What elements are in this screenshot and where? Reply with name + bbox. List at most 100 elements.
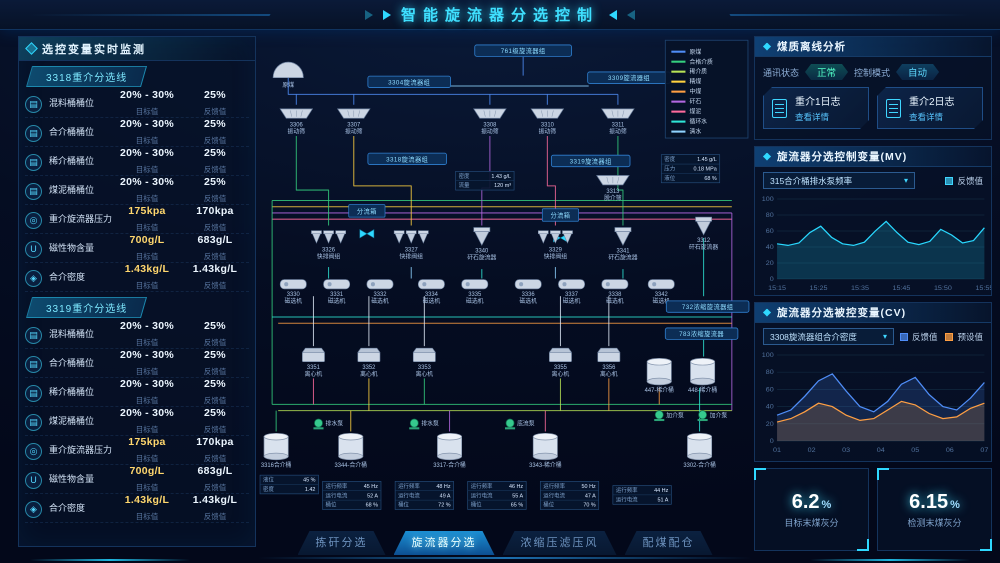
equipment-tank-3344[interactable]: 3344-合介桶 <box>335 432 368 469</box>
svg-text:70 %: 70 % <box>583 503 595 509</box>
flow-line <box>287 77 618 95</box>
cv-preset-checkbox[interactable]: 预设值 <box>945 331 983 343</box>
equipment-tank-3316[interactable]: 3316合介桶 <box>261 432 292 469</box>
equipment-tank-3302[interactable]: 3302-合介桶 <box>683 432 716 469</box>
svg-text:排水泵: 排水泵 <box>421 420 439 428</box>
cv-feedback-checkbox[interactable]: 反馈值 <box>899 331 937 343</box>
tank-level-icon: ▤ <box>25 384 42 402</box>
equipment-pump-2[interactable]: 排水泵 <box>409 418 439 430</box>
equipment-tank-448[interactable]: 448-稀介桶 <box>688 358 717 394</box>
tab-gangue-sorting[interactable]: 拣矸分选 <box>298 531 386 555</box>
variable-label: 混料桶桶位 <box>49 98 95 109</box>
svg-text:45 %: 45 % <box>303 478 315 484</box>
svg-text:68 %: 68 % <box>366 503 378 509</box>
tab-thickening-filter-air[interactable]: 浓缩压滤压风 <box>503 531 617 555</box>
svg-text:运行频率: 运行频率 <box>326 482 348 490</box>
mv-feedback-label: 反馈值 <box>957 175 983 186</box>
svg-text:运行频率: 运行频率 <box>398 482 420 490</box>
tank-level-icon: ▤ <box>25 124 42 142</box>
tank-level-icon: ▤ <box>25 95 42 113</box>
svg-text:68 %: 68 % <box>704 176 716 182</box>
equipment-pump-3[interactable]: 底流泵 <box>505 418 535 430</box>
view-details-link[interactable]: 查看详情 <box>909 112 944 122</box>
svg-text:磁选机: 磁选机 <box>652 297 670 305</box>
svg-text:桶位: 桶位 <box>543 501 554 509</box>
equipment-pump-5[interactable]: 加介泵 <box>697 410 728 422</box>
cv-panel-title: 旋流器分选被控变量(CV) <box>777 307 907 319</box>
svg-text:40: 40 <box>766 404 774 411</box>
flow-line <box>353 135 412 226</box>
cv-preset-label: 预设值 <box>957 331 983 342</box>
equipment-pump-1[interactable]: 排水泵 <box>313 418 343 430</box>
svg-text:3302-合介桶: 3302-合介桶 <box>683 461 716 469</box>
equipment-tank-3317[interactable]: 3317-合介桶 <box>433 432 466 469</box>
tab-coal-blending[interactable]: 配煤配仓 <box>625 531 713 555</box>
variable-label: 合介密度 <box>49 272 86 283</box>
equipment-raw-coal[interactable]: 原煤 <box>272 61 304 89</box>
svg-text:05: 05 <box>911 447 919 454</box>
checkbox-icon <box>945 332 954 341</box>
feedback-value-cell: 25%反馈值 <box>203 349 227 376</box>
svg-text:783浓缩旋流器: 783浓缩旋流器 <box>679 329 724 338</box>
equipment-splitter-1[interactable]: 分流箱 <box>348 204 386 218</box>
svg-text:20: 20 <box>766 260 774 267</box>
mv-variable-select[interactable]: 315合介桶排水泵频率 ▾ <box>763 172 915 189</box>
equipment-tank-3343[interactable]: 3343-稀介桶 <box>529 432 562 469</box>
svg-text:0.18 MPa: 0.18 MPa <box>693 167 717 173</box>
line-group-header[interactable]: 3318重介分选线 <box>25 66 148 87</box>
mv-feedback-checkbox[interactable]: 反馈值 <box>945 175 983 187</box>
log-card-2[interactable]: 重介2日志 查看详情 <box>877 87 983 129</box>
svg-text:振动筛: 振动筛 <box>539 127 557 135</box>
view-details-link[interactable]: 查看详情 <box>795 112 830 122</box>
log-card-1[interactable]: 重介1日志 查看详情 <box>763 87 869 129</box>
status-row: 通讯状态 正常 控制模式 自动 <box>755 57 991 84</box>
equipment-3319-cyclone-group: 3319旋流器组 <box>550 154 631 168</box>
svg-text:761级旋流器组: 761级旋流器组 <box>501 46 546 55</box>
svg-text:振动筛: 振动筛 <box>481 127 499 135</box>
svg-text:04: 04 <box>877 447 885 454</box>
svg-text:磁选机: 磁选机 <box>423 297 441 305</box>
equipment-pump-4[interactable]: 加介泵 <box>654 410 684 422</box>
control-mode-label: 控制模式 <box>854 67 891 78</box>
equipment-tank-447[interactable]: 447-稀介桶 <box>645 358 674 394</box>
line-group-header[interactable]: 3319重介分选线 <box>25 297 148 318</box>
svg-text:振动筛: 振动筛 <box>288 127 306 135</box>
svg-text:447-稀介桶: 447-稀介桶 <box>645 386 674 394</box>
svg-text:3309旋流器组: 3309旋流器组 <box>608 73 650 82</box>
equipment-valve-1[interactable] <box>359 229 375 239</box>
cv-variable-select[interactable]: 3308旋流器组合介密度 ▾ <box>763 328 894 345</box>
tab-cyclone-sorting[interactable]: 旋流器分选 <box>394 531 495 555</box>
equipment-splitter-2[interactable]: 分流箱 <box>541 208 579 222</box>
